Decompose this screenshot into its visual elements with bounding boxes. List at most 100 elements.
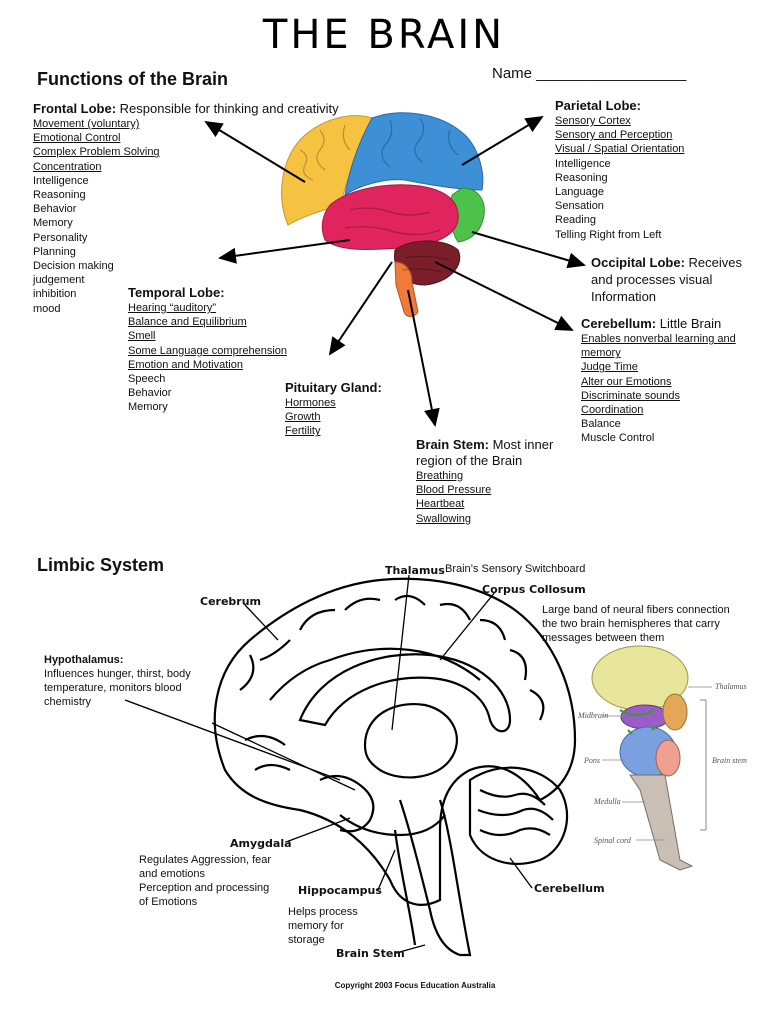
name-field[interactable]: Name __________________ [492, 65, 687, 82]
parietal-lobe-block: Parietal Lobe: Sensory Cortex Sensory an… [555, 98, 755, 242]
list-item: Planning [33, 245, 76, 258]
arrow-cerebellum [434, 261, 574, 331]
amygdala-description-2: Perception and processing of Emotions [139, 882, 270, 908]
hypothalamus-title: Hypothalamus: [44, 654, 124, 666]
list-item: Intelligence [555, 157, 611, 170]
cerebellum-title: Cerebellum: [581, 316, 657, 331]
occipital-lobe-block: Occipital Lobe: Receives and processes v… [591, 254, 761, 305]
temporal-lobe-title: Temporal Lobe: [128, 285, 225, 300]
limbic-heading: Limbic System [37, 555, 165, 575]
hippocampus-label: Hippocampus [298, 884, 382, 897]
list-item: Concentration [33, 160, 102, 173]
list-item: Coordination [581, 404, 644, 417]
occipital-lobe-title: Occipital Lobe: [591, 255, 685, 270]
brainstem-inset-illustration [591, 645, 712, 871]
list-item: Breathing [416, 470, 464, 482]
corpus-callosum-description: Large band of neural fibers connection t… [542, 604, 730, 644]
cerebellum-block: Cerebellum: Little Brain Enables nonverb… [581, 316, 756, 446]
brainstem-block: Brain Stem: Most inner region of the Bra… [416, 437, 566, 526]
list-item: Hormones [285, 397, 336, 409]
list-item: Reasoning [33, 189, 86, 202]
list-item: Intelligence [33, 174, 89, 187]
inset-midbrain-label: Midbrain [578, 711, 609, 720]
list-item: inhibition [33, 288, 77, 301]
pituitary-list: Hormones Growth Fertility [285, 396, 415, 439]
thalamus-description: Brain’s Sensory Switchboard [445, 563, 586, 575]
list-item: Judge Time [581, 361, 638, 374]
cerebellum-desc: Little Brain [659, 316, 722, 331]
thalamus-label: Thalamus [385, 564, 445, 577]
list-item: Some Language comprehension [128, 344, 288, 357]
arrow-pituitary [328, 261, 393, 356]
list-item: Decision making [33, 260, 114, 273]
inset-brain-stem-label: Brain stem [712, 756, 747, 765]
list-item: Behavior [33, 203, 77, 216]
list-item: Balance and Equilibrium [128, 316, 247, 329]
cerebellum-list: Enables nonverbal learning and memory Ju… [581, 332, 756, 446]
list-item: Growth [285, 411, 321, 424]
hypothalamus-description: Influences hunger, thirst, body temperat… [44, 668, 191, 708]
list-item: Blood Pressure [416, 484, 492, 497]
inset-pons-label: Pons [584, 756, 600, 765]
list-item: Smell [128, 330, 156, 343]
list-item: Sensory and Perception [555, 129, 673, 142]
inset-thalamus-label: Thalamus [715, 682, 747, 691]
list-item: Sensory Cortex [555, 115, 631, 127]
frontal-lobe-desc: Responsible for thinking and creativity [119, 101, 339, 116]
brainstem-desc: Most inner region of the Brain [416, 437, 554, 468]
parietal-lobe-region [344, 112, 484, 197]
copyright-notice: Copyright 2003 Focus Education Australia [334, 981, 496, 990]
arrow-temporal [218, 239, 351, 264]
list-item: Emotion and Motivation [128, 358, 243, 371]
amygdala-description: Regulates Aggression, fear and emotions [139, 854, 272, 880]
occipital-lobe-desc: Receives and processes visual Informatio… [591, 255, 742, 304]
list-item: judgement [33, 274, 85, 287]
list-item: Enables nonverbal learning and memory [581, 333, 736, 360]
list-item: Muscle Control [581, 432, 655, 445]
corpus-callosum-label: Corpus Collosum [482, 583, 586, 596]
list-item: Reasoning [555, 171, 608, 184]
arrow-parietal [461, 115, 544, 166]
brainstem-title: Brain Stem: [416, 437, 489, 452]
inset-medulla-label: Medulla [594, 797, 621, 806]
list-item: Telling Right from Left [555, 228, 662, 241]
temporal-lobe-region [321, 184, 459, 250]
frontal-lobe-title: Frontal Lobe: [33, 101, 117, 116]
sagittal-brain-illustration [213, 577, 577, 957]
list-item: Alter our Emotions [581, 375, 672, 388]
list-item: Hearing “auditory” [128, 302, 217, 314]
list-item: Movement (voluntary) [33, 118, 140, 130]
list-item: Visual / Spatial Orientation [555, 143, 685, 156]
brain-stem-label: Brain Stem [336, 947, 405, 960]
frontal-lobe-block: Frontal Lobe: Responsible for thinking a… [33, 101, 373, 316]
list-item: Speech [128, 373, 166, 386]
list-item: Sensation [555, 200, 604, 213]
lobe-arrows [204, 115, 586, 427]
pituitary-title: Pituitary Gland: [285, 380, 382, 395]
temporal-lobe-list: Hearing “auditory” Balance and Equilibri… [128, 301, 328, 415]
list-item: Language [555, 186, 604, 199]
brainstem-list: Breathing Blood Pressure Heartbeat Swall… [416, 469, 566, 526]
colored-brain-illustration [281, 112, 485, 317]
list-item: Complex Problem Solving [33, 146, 160, 159]
list-item: Personality [33, 231, 88, 244]
list-item: mood [33, 302, 61, 315]
limbic-pointer-lines [124, 574, 533, 954]
list-item: Memory [33, 217, 73, 230]
list-item: Emotional Control [33, 132, 121, 145]
pituitary-block: Pituitary Gland: Hormones Growth Fertili… [285, 380, 415, 439]
list-item: Fertility [285, 425, 321, 438]
list-item: Reading [555, 214, 596, 227]
hippocampus-description: Helps process memory for storage [288, 906, 358, 946]
list-item: Discriminate sounds [581, 389, 681, 402]
temporal-lobe-block: Temporal Lobe: Hearing “auditory” Balanc… [128, 285, 328, 415]
hypothalamus-block: Hypothalamus: Influences hunger, thirst,… [44, 653, 204, 709]
functions-heading: Functions of the Brain [37, 69, 228, 89]
page-title: THE BRAIN [262, 12, 506, 58]
arrow-occipital [471, 231, 586, 269]
inset-spinal-cord-label: Spinal cord [594, 836, 631, 845]
list-item: Memory [128, 401, 168, 414]
brain-stem-region [394, 261, 419, 317]
cerebrum-label: Cerebrum [200, 595, 262, 608]
